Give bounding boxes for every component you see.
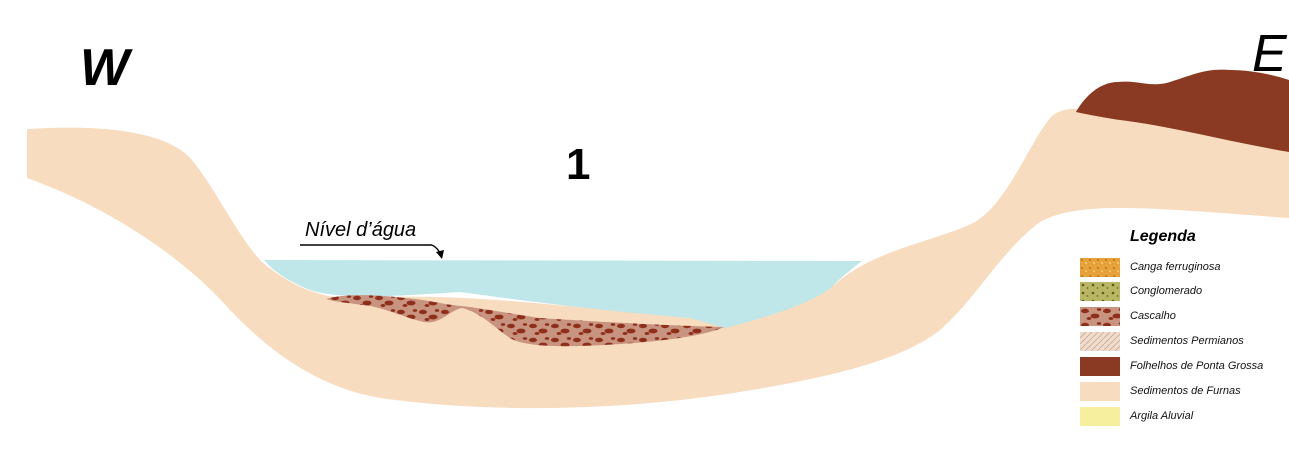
- legend-item-cascalho: Cascalho: [1080, 307, 1289, 327]
- water-level-arrowhead: [436, 250, 444, 259]
- legend-label: Canga ferruginosa: [1130, 261, 1221, 273]
- legend-swatch-argila: [1080, 407, 1120, 426]
- legend-item-ponta-grossa: Folhelhos de Ponta Grossa: [1080, 357, 1289, 377]
- legend-item-canga-ferruginosa: Canga ferruginosa: [1080, 258, 1289, 278]
- legend-label: Conglomerado: [1130, 285, 1202, 297]
- legend-item-argila-aluvial: Argila Aluvial: [1080, 407, 1289, 427]
- legend-swatch-ponta-grossa: [1080, 357, 1120, 376]
- water-level-label: Nível d’água: [305, 219, 416, 242]
- legend-swatch-furnas: [1080, 382, 1120, 401]
- east-direction-label: E: [1252, 24, 1287, 84]
- legend-label: Cascalho: [1130, 310, 1176, 322]
- section-number: 1: [566, 140, 590, 190]
- legend-item-conglomerado: Conglomerado: [1080, 282, 1289, 302]
- legend-swatch-permianos: [1080, 332, 1120, 351]
- legend-swatch-conglomerado: [1080, 282, 1120, 301]
- legend-swatch-cascalho: [1080, 307, 1120, 326]
- legend-label: Sedimentos Permianos: [1130, 335, 1244, 347]
- legend-label: Argila Aluvial: [1130, 410, 1193, 422]
- legend-item-furnas: Sedimentos de Furnas: [1080, 382, 1289, 402]
- west-direction-label: W: [80, 38, 129, 98]
- legend-label: Folhelhos de Ponta Grossa: [1130, 360, 1263, 372]
- legend-swatch-canga: [1080, 258, 1120, 277]
- legend-label: Sedimentos de Furnas: [1130, 385, 1241, 397]
- legend-title: Legenda: [1130, 228, 1196, 246]
- legend-item-sedimentos-permianos: Sedimentos Permianos: [1080, 332, 1289, 352]
